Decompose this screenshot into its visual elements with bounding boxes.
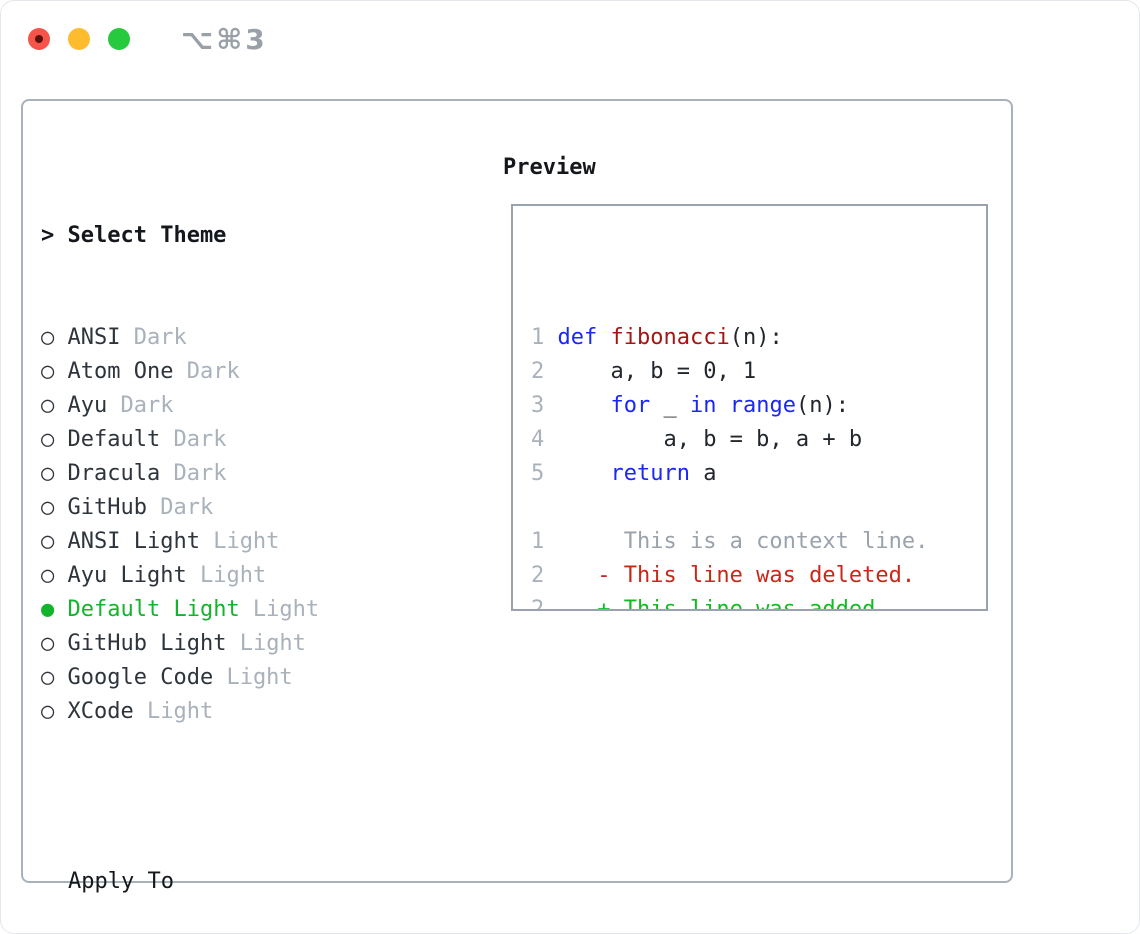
code-line: 3 for _ in range(n):	[531, 393, 849, 418]
code-preview: 1 def fibonacci(n): 2 a, b = 0, 1 3 for _ …	[531, 321, 986, 611]
minimize-button-icon[interactable]	[68, 28, 90, 50]
option-label: Dracula	[67, 461, 161, 486]
main-panel: > Select Theme ○ ANSI Dark○ Atom One Dar…	[21, 99, 1013, 894]
theme-option[interactable]: ● Default Light Light	[41, 593, 412, 627]
radio-icon: ○	[41, 461, 68, 486]
radio-icon: ○	[41, 427, 68, 452]
theme-option[interactable]: ○ Default Dark	[41, 423, 412, 457]
radio-icon: ○	[41, 529, 68, 554]
option-label: Default	[67, 427, 161, 452]
theme-option[interactable]: ○ Atom One Dark	[41, 355, 412, 389]
code-line: 2 - This line was deleted.	[531, 563, 916, 588]
option-variant: Light	[239, 597, 320, 622]
option-label: GitHub Light	[67, 631, 227, 656]
theme-option[interactable]: ○ Google Code Light	[41, 661, 412, 695]
code-line	[531, 491, 986, 525]
code-line: 2 a, b = 0, 1	[531, 359, 757, 384]
option-label: ANSI	[67, 325, 121, 350]
zoom-button-icon[interactable]	[108, 28, 130, 50]
option-label: Atom One	[67, 359, 174, 384]
theme-sidebar: > Select Theme ○ ANSI Dark○ Atom One Dar…	[41, 151, 412, 933]
option-label: Default Light	[67, 597, 240, 622]
theme-option[interactable]: ○ ANSI Dark	[41, 321, 412, 355]
theme-picker-heading: > Select Theme	[41, 223, 227, 248]
radio-icon: ○	[41, 665, 68, 690]
close-button-icon[interactable]	[28, 28, 50, 50]
option-variant: Light	[133, 699, 214, 724]
theme-option[interactable]: ○ Dracula Dark	[41, 457, 412, 491]
radio-icon: ○	[41, 699, 68, 724]
option-variant: Dark	[160, 427, 227, 452]
theme-option[interactable]: ○ GitHub Light Light	[41, 627, 412, 661]
window-title-shortcut: ⌥⌘3	[181, 22, 268, 56]
option-label: Google Code	[67, 665, 214, 690]
theme-option[interactable]: ○ Ayu Light Light	[41, 559, 412, 593]
theme-list: ○ ANSI Dark○ Atom One Dark○ Ayu Dark○ De…	[41, 321, 412, 729]
code-line: 1 This is a context line.	[531, 529, 929, 554]
radio-selected-icon: ●	[41, 597, 68, 622]
preview-heading: Preview	[503, 155, 596, 180]
option-variant: Dark	[107, 393, 174, 418]
option-variant: Dark	[160, 461, 227, 486]
radio-icon: ○	[41, 631, 68, 656]
theme-option[interactable]: ○ Ayu Dark	[41, 389, 412, 423]
radio-icon: ○	[41, 359, 68, 384]
radio-icon: ○	[41, 495, 68, 520]
option-variant: Dark	[173, 359, 240, 384]
code-line: 1 def fibonacci(n):	[531, 325, 783, 350]
option-variant: Dark	[120, 325, 187, 350]
option-label: Ayu Light	[67, 563, 187, 588]
option-variant: Dark	[146, 495, 214, 520]
code-line: 4 a, b = b, a + b	[531, 427, 863, 452]
window-titlebar: ⌥⌘3	[1, 1, 1139, 77]
code-line: 5 return a	[531, 461, 717, 486]
apply-to-heading: Apply To	[68, 869, 174, 894]
radio-icon: ○	[41, 325, 68, 350]
option-label: Ayu	[67, 393, 108, 418]
radio-icon: ○	[41, 393, 68, 418]
option-label: GitHub	[67, 495, 147, 520]
theme-option[interactable]: ○ GitHub Dark	[41, 491, 412, 525]
option-variant: Light	[186, 563, 267, 588]
option-variant: Light	[226, 631, 306, 656]
theme-option[interactable]: ○ XCode Light	[41, 695, 412, 729]
radio-icon: ○	[41, 563, 68, 588]
code-line: 2 + This line was added.	[531, 597, 889, 611]
option-label: XCode	[67, 699, 134, 724]
option-variant: Light	[213, 665, 293, 690]
theme-option[interactable]: ○ ANSI Light Light	[41, 525, 412, 559]
option-variant: Light	[199, 529, 280, 554]
option-label: ANSI Light	[67, 529, 200, 554]
preview-pane: 1 def fibonacci(n): 2 a, b = 0, 1 3 for _ …	[511, 204, 988, 611]
